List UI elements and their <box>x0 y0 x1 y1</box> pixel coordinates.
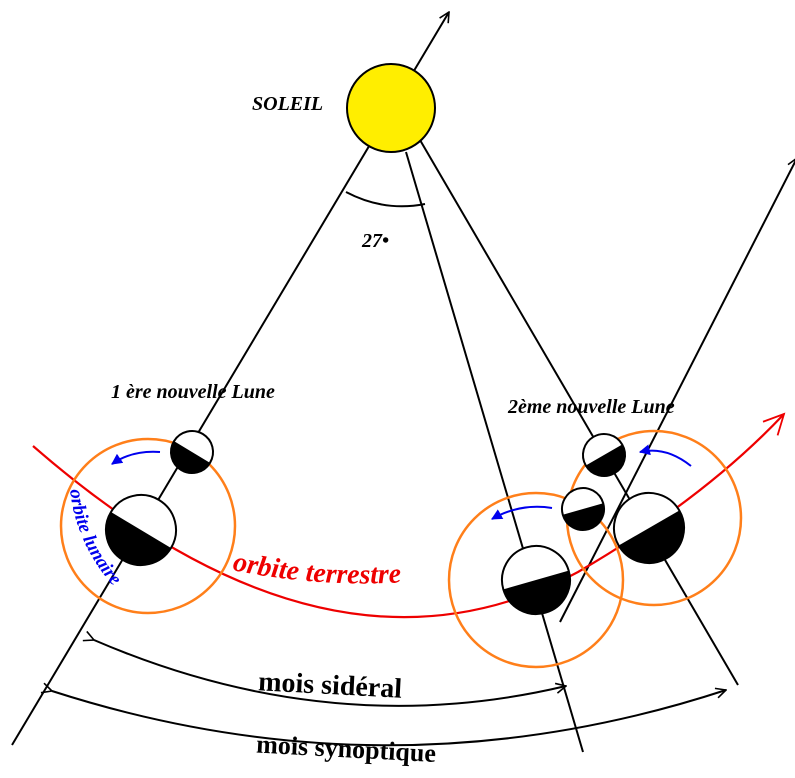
earth-orbit-label: orbite terrestre <box>231 546 402 590</box>
lunar-orbit-1 <box>59 437 237 615</box>
synodic-month-arc <box>52 690 726 747</box>
earth-2 <box>501 545 571 615</box>
moon-3 <box>582 433 626 477</box>
lunar-motion-arrow-3 <box>638 444 692 467</box>
sidereal-month-label: mois sidéral <box>258 666 404 704</box>
sun-label: SOLEIL <box>252 93 323 115</box>
sidereal-direction-arrow <box>559 158 795 623</box>
angle-label: 27• <box>361 230 389 252</box>
lunar-motion-arrow-1 <box>111 450 161 465</box>
sun-ray-second-new-moon <box>419 139 739 686</box>
lunar-motion-arrow-2 <box>491 505 553 520</box>
second-new-moon-label: 2ème nouvelle Lune <box>507 396 675 418</box>
sun <box>346 63 436 153</box>
sun-ray-sidereal <box>405 151 584 753</box>
moon-1 <box>170 430 214 474</box>
synodic-month-label: mois synoptique <box>256 730 437 768</box>
earth-3 <box>613 492 685 564</box>
earth-1 <box>105 494 177 566</box>
first-new-moon-label: 1 ère nouvelle Lune <box>111 381 275 403</box>
angle-arc <box>345 191 426 208</box>
moon-2 <box>561 487 605 531</box>
